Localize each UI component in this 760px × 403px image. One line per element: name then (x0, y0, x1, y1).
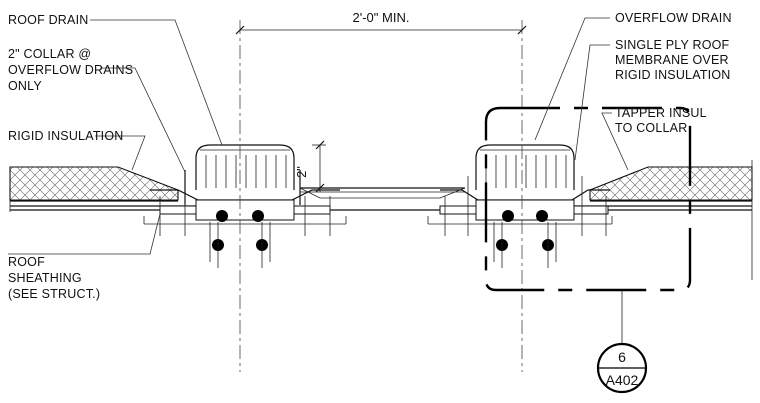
right-overflow-drain (427, 144, 613, 268)
label-sheathing-1: ROOF (8, 255, 45, 269)
label-membrane-2: MEMBRANE OVER (615, 53, 729, 67)
label-collar-2: OVERFLOW DRAINS (8, 63, 133, 77)
label-roof-drain: ROOF DRAIN (8, 13, 88, 27)
label-sheathing-2: SHEATHING (8, 271, 82, 285)
detail-boundary (484, 106, 692, 292)
label-sheathing-3: (SEE STRUCT.) (8, 287, 100, 301)
left-roof-drain (143, 144, 347, 268)
label-collar-1: 2" COLLAR @ (8, 47, 91, 61)
drain-centerlines (239, 20, 523, 372)
collar-height-dimension (312, 140, 326, 193)
collar-height-text: 2" (294, 166, 309, 178)
label-collar-3: ONLY (8, 79, 42, 93)
detail-sheet: A402 (606, 372, 639, 388)
label-membrane-3: RIGID INSULATION (615, 68, 730, 82)
roof-assembly-right (440, 160, 753, 280)
label-rigid-insulation: RIGID INSULATION (8, 129, 123, 143)
label-overflow-drain: OVERFLOW DRAIN (615, 11, 732, 25)
spacing-dimension-text: 2'-0" MIN. (353, 10, 410, 25)
membrane-between-drains (299, 187, 466, 199)
label-tapper-2: TO COLLAR (615, 121, 687, 135)
spacing-dimension (235, 25, 527, 35)
detail-number: 6 (618, 349, 626, 365)
leader-lines (8, 17, 629, 255)
label-tapper-1: TAPPER INSUL (615, 106, 707, 120)
detail-callout-bubble (596, 342, 648, 394)
label-membrane-1: SINGLE PLY ROOF (615, 38, 730, 52)
